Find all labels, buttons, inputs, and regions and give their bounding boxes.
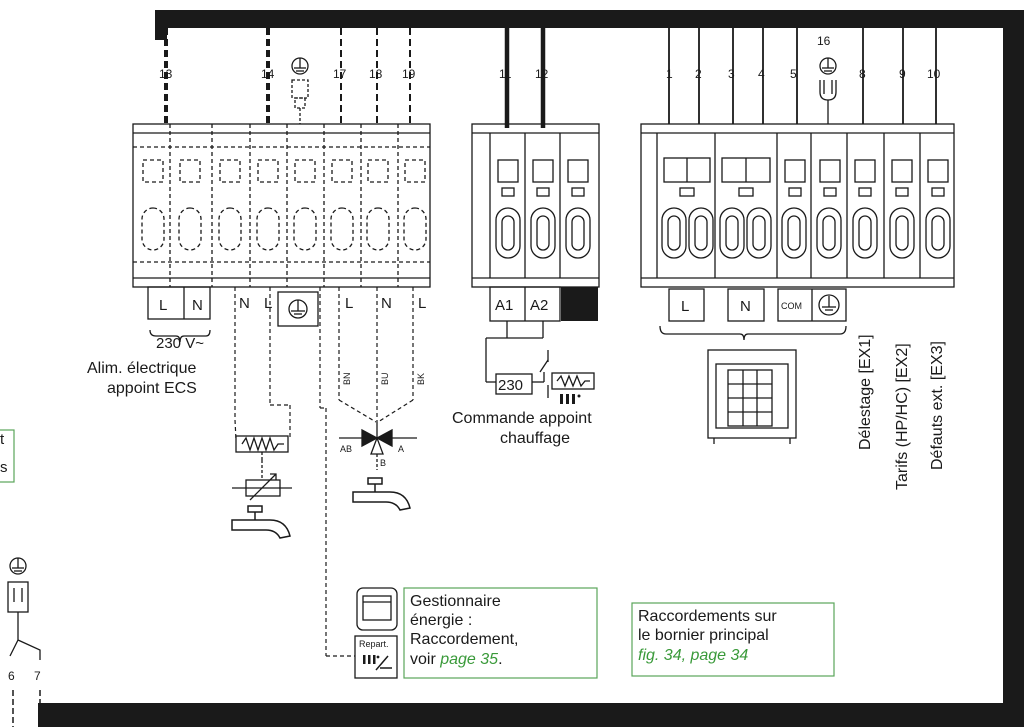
relay-caption-2: chauffage — [500, 430, 570, 447]
wire-number-8: 8 — [859, 67, 866, 81]
wire-color-brown: BN — [342, 372, 352, 385]
energy-manager-line-1: Gestionnaire — [410, 593, 501, 610]
wire-number-17: 17 — [333, 67, 347, 81]
main-board-note — [631, 602, 835, 677]
terminal-N-supply: N — [192, 297, 203, 314]
wire-number-3: 3 — [728, 67, 735, 81]
label-tarifs: Tarifs (HP/HC) [EX2] — [894, 343, 911, 490]
wire-number-4: 4 — [758, 67, 765, 81]
three-way-valve-icon — [339, 422, 417, 470]
wire-number-10: 10 — [927, 67, 941, 81]
valve-port-A: A — [398, 444, 404, 454]
wire-number-6: 6 — [8, 669, 15, 683]
wire-color-black: BK — [416, 373, 426, 385]
wire-number-12: 12 — [535, 67, 549, 81]
terminal-L-valve-1: L — [345, 295, 353, 312]
wire-number-5: 5 — [790, 67, 797, 81]
label-defauts: Défauts ext. [EX3] — [929, 341, 946, 470]
wire-number-2: 2 — [695, 67, 702, 81]
energy-manager-note — [403, 587, 598, 679]
terminal-N-main: N — [740, 298, 751, 315]
wire-number-14: 14 — [261, 67, 275, 81]
label-delestage: Délestage [EX1] — [857, 334, 874, 450]
ecs-cables — [164, 28, 411, 124]
wire-color-blue: BU — [380, 372, 390, 385]
terminal-N-heater: N — [239, 295, 250, 312]
terminal-L-valve: L — [418, 295, 426, 312]
heater-resistor-icon — [235, 435, 289, 460]
energy-manager-line-2: énergie : — [410, 612, 472, 629]
valve-port-B: B — [380, 458, 386, 468]
heating-relay-block — [471, 123, 600, 322]
radiator-icon — [560, 394, 581, 404]
terminal-L-heater: L — [264, 295, 272, 312]
main-board-line-1: Raccordements sur — [638, 608, 777, 625]
valve-wiring — [338, 287, 414, 423]
repart-icon — [354, 635, 398, 679]
wire-number-13: 13 — [159, 67, 173, 81]
energy-manager-line-3: Raccordement, — [410, 631, 519, 648]
terminal-A1: A1 — [495, 297, 513, 314]
thermostat-icon — [232, 460, 292, 501]
valve-port-AB: AB — [340, 444, 352, 454]
outdoor-unit-icon — [707, 349, 797, 444]
terminal-A2: A2 — [530, 297, 548, 314]
voltage-label: 230 V~ — [156, 335, 204, 352]
heater-wiring — [234, 287, 355, 657]
supply-caption-1: Alim. électrique — [87, 360, 196, 377]
energy-meter-icon — [356, 587, 398, 631]
ecs-terminal-block — [132, 123, 431, 288]
earth-icon-bottom — [7, 557, 41, 660]
tap-icon-2 — [352, 477, 411, 511]
wire-number-9: 9 — [899, 67, 906, 81]
wire-number-1: 1 — [666, 67, 673, 81]
terminal-COM: COM — [781, 301, 802, 311]
energy-manager-line-4: voir page 35. — [410, 651, 503, 668]
wire-number-19: 19 — [402, 67, 416, 81]
page-35-link[interactable]: page 35 — [439, 651, 498, 668]
left-fragment-s: s — [0, 459, 8, 476]
left-fragment-t: t — [0, 431, 5, 448]
repart-label: Repart. — [359, 639, 389, 649]
main-terminal-block — [640, 123, 955, 341]
terminal-L-main: L — [681, 298, 689, 315]
terminal-N-valve: N — [381, 295, 392, 312]
fig-34-link[interactable]: fig. 34, page 34 — [638, 647, 748, 664]
frame — [38, 10, 1024, 727]
supply-caption-2: appoint ECS — [107, 380, 197, 397]
terminal-L-supply: L — [159, 297, 167, 314]
wire-number-11: 11 — [499, 67, 512, 81]
wire-number-16: 16 — [817, 34, 831, 48]
earth-terminal-main-icon — [818, 294, 840, 316]
earth-icon-main — [819, 57, 837, 124]
relay-caption-1: Commande appoint — [452, 410, 592, 427]
earth-icon — [291, 57, 309, 124]
relay-voltage: 230 — [498, 377, 523, 394]
earth-terminal-icon — [288, 299, 308, 319]
relay-wiring — [485, 321, 595, 398]
wire-number-7: 7 — [34, 669, 41, 683]
wire-number-18: 18 — [369, 67, 383, 81]
tap-icon — [231, 505, 291, 539]
main-board-line-2: le bornier principal — [638, 627, 769, 644]
